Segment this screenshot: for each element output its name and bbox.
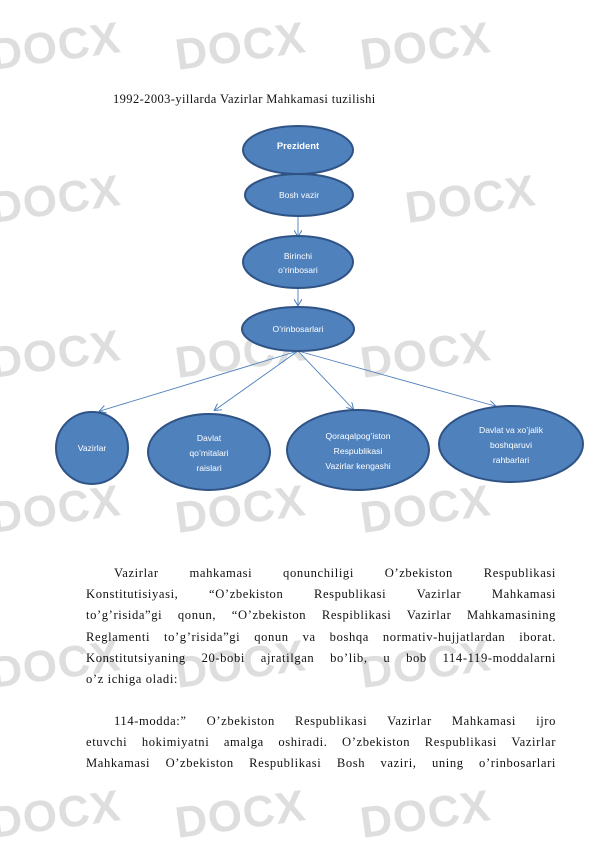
node-economic-bodies-label: Davlat va xo’jalik	[479, 425, 544, 435]
node-prime-minister-label: Bosh vazir	[279, 190, 319, 200]
node-deputies: O’rinbosarlari	[241, 306, 355, 352]
connector-arrow	[297, 350, 353, 409]
connector-arrow	[100, 350, 299, 411]
node-economic-bodies-label: rahbarlari	[493, 455, 529, 465]
node-first-deputy-label: Birinchi	[284, 251, 312, 261]
text-line: Mahkamasi O’zbekiston Respublikasi Bosh …	[86, 756, 556, 771]
page-title: 1992-2003-yillarda Vazirlar Mahkamasi tu…	[113, 92, 376, 106]
node-president-label: Prezident	[277, 140, 319, 151]
node-state-committees: Davlat qo’mitalari raislari	[147, 413, 271, 491]
paragraph-legal-basis: Vazirlar mahkamasi qonunchiligi O’zbekis…	[86, 563, 556, 690]
node-first-deputy-label: o’rinbosari	[278, 265, 318, 275]
text-line: o’z ichiga oladi:	[86, 672, 179, 687]
node-karakalpakstan: Qoraqalpog’iston Respublikasi Vazirlar k…	[286, 409, 430, 491]
node-state-committees-label: Davlat	[197, 433, 222, 443]
node-economic-bodies: Davlat va xo’jalik boshqaruvi rahbarlari	[438, 405, 584, 483]
text-line: Reglamenti to’g’risida”gi qonun va boshq…	[86, 629, 556, 644]
node-ministers: Vazirlar	[55, 411, 129, 485]
node-state-committees-label: qo’mitalari	[189, 448, 228, 458]
node-state-committees-label: raislari	[196, 463, 221, 473]
org-chart-diagram: Prezident Bosh vazir Birinchi o’rinbosar…	[55, 125, 584, 491]
connector-arrow	[215, 350, 299, 410]
text-line: 114-modda:” O’zbekiston Respublikasi Vaz…	[114, 714, 556, 728]
node-karakalpakstan-label: Qoraqalpog’iston	[326, 431, 391, 441]
connector-arrow	[297, 350, 495, 406]
watermark: DOCX	[0, 781, 124, 848]
text-line: Vazirlar mahkamasi qonunchiligi O’zbekis…	[114, 566, 556, 580]
connectors	[100, 216, 495, 411]
text-line: etuvchi hokimiyatni amalga oshiradi. O’z…	[86, 735, 556, 750]
node-karakalpakstan-label: Respublikasi	[334, 446, 383, 456]
node-ministers-label: Vazirlar	[78, 443, 107, 453]
node-deputies-label: O’rinbosarlari	[272, 324, 323, 334]
node-prime-minister: Bosh vazir	[244, 173, 354, 217]
node-karakalpakstan-label: Vazirlar kengashi	[325, 461, 390, 471]
watermark: DOCX	[172, 781, 309, 848]
node-president: Prezident	[242, 125, 354, 175]
paragraph-article-114: 114-modda:” O’zbekiston Respublikasi Vaz…	[86, 711, 556, 775]
watermark: DOCX	[357, 781, 494, 848]
node-economic-bodies-label: boshqaruvi	[490, 440, 532, 450]
text-line: Konstitutisiyasi, “O’zbekiston Respublik…	[86, 587, 556, 602]
node-first-deputy: Birinchi o’rinbosari	[242, 235, 354, 289]
text-line: to’g’risida”gi qonun, “O’zbekiston Respi…	[86, 608, 556, 623]
text-line: Konstitutsiyaning 20-bobi ajratilgan bo’…	[86, 650, 556, 665]
